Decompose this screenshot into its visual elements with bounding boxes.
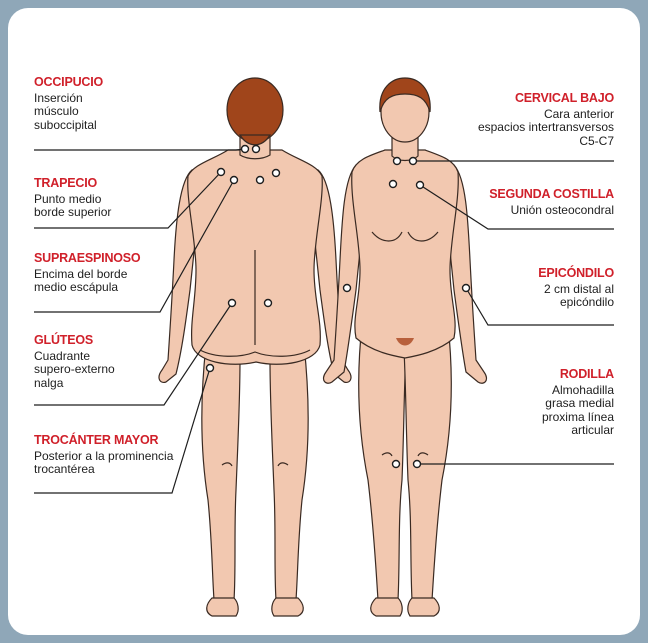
label-segunda-costilla: SEGUNDA COSTILLA Unión osteocondral [489, 188, 614, 217]
label-cervical-bajo: CERVICAL BAJO Cara anterior espacios int… [478, 92, 614, 148]
point-trocanter [207, 365, 214, 372]
label-title: EPICÓNDILO [538, 267, 614, 281]
back-left-foot [207, 598, 238, 616]
back-left-leg [202, 345, 240, 600]
point-rodilla-right [414, 461, 421, 468]
front-figure [324, 78, 487, 616]
label-trapecio: TRAPECIO Punto medio borde superior [34, 177, 111, 220]
back-head [227, 78, 283, 142]
front-torso [352, 150, 459, 358]
point-costilla-right [417, 182, 424, 189]
label-title: SUPRAESPINOSO [34, 252, 140, 266]
point-occipucio-right [253, 146, 260, 153]
label-text: Unión osteocondral [489, 204, 614, 218]
back-figure [159, 78, 351, 616]
leader-occipucio [34, 149, 245, 150]
label-text: Encima del borde medio escápula [34, 268, 140, 295]
point-occipucio-left [242, 146, 249, 153]
front-right-leg [404, 325, 451, 600]
label-text: Almohadilla grasa medial proxima línea a… [542, 384, 614, 438]
label-rodilla: RODILLA Almohadilla grasa medial proxima… [542, 368, 614, 438]
label-text: Cuadrante supero-externo nalga [34, 350, 115, 391]
label-title: GLÚTEOS [34, 334, 115, 348]
label-text: Posterior a la prominencia trocantérea [34, 450, 173, 477]
point-supra-left [231, 177, 238, 184]
point-trapecio-left [218, 169, 225, 176]
label-epicondilo: EPICÓNDILO 2 cm distal al epicóndilo [538, 267, 614, 310]
point-epicondilo-right [463, 285, 470, 292]
label-title: RODILLA [542, 368, 614, 382]
label-text: Punto medio borde superior [34, 193, 111, 220]
label-text: Cara anterior espacios intertransversos … [478, 108, 614, 149]
label-text: Inserción músculo suboccipital [34, 92, 103, 133]
label-text: 2 cm distal al epicóndilo [538, 283, 614, 310]
label-title: TRAPECIO [34, 177, 111, 191]
point-epicondilo-left [344, 285, 351, 292]
label-title: SEGUNDA COSTILLA [489, 188, 614, 202]
label-supraespinoso: SUPRAESPINOSO Encima del borde medio esc… [34, 252, 140, 295]
point-gluteo-left [229, 300, 236, 307]
point-supra-right [257, 177, 264, 184]
back-right-leg [270, 345, 308, 600]
point-gluteo-right [265, 300, 272, 307]
label-occipucio: OCCIPUCIO Inserción músculo suboccipital [34, 76, 103, 132]
point-costilla-left [390, 181, 397, 188]
label-title: TROCÁNTER MAYOR [34, 434, 173, 448]
back-right-foot [272, 598, 303, 616]
front-right-foot [408, 598, 439, 616]
point-rodilla-left [393, 461, 400, 468]
point-cervical-left [394, 158, 401, 165]
point-trapecio-right [273, 170, 280, 177]
label-gluteos: GLÚTEOS Cuadrante supero-externo nalga [34, 334, 115, 390]
front-left-foot [371, 598, 402, 616]
label-title: CERVICAL BAJO [478, 92, 614, 106]
label-trocanter: TROCÁNTER MAYOR Posterior a la prominenc… [34, 434, 173, 477]
point-cervical-right [410, 158, 417, 165]
label-title: OCCIPUCIO [34, 76, 103, 90]
